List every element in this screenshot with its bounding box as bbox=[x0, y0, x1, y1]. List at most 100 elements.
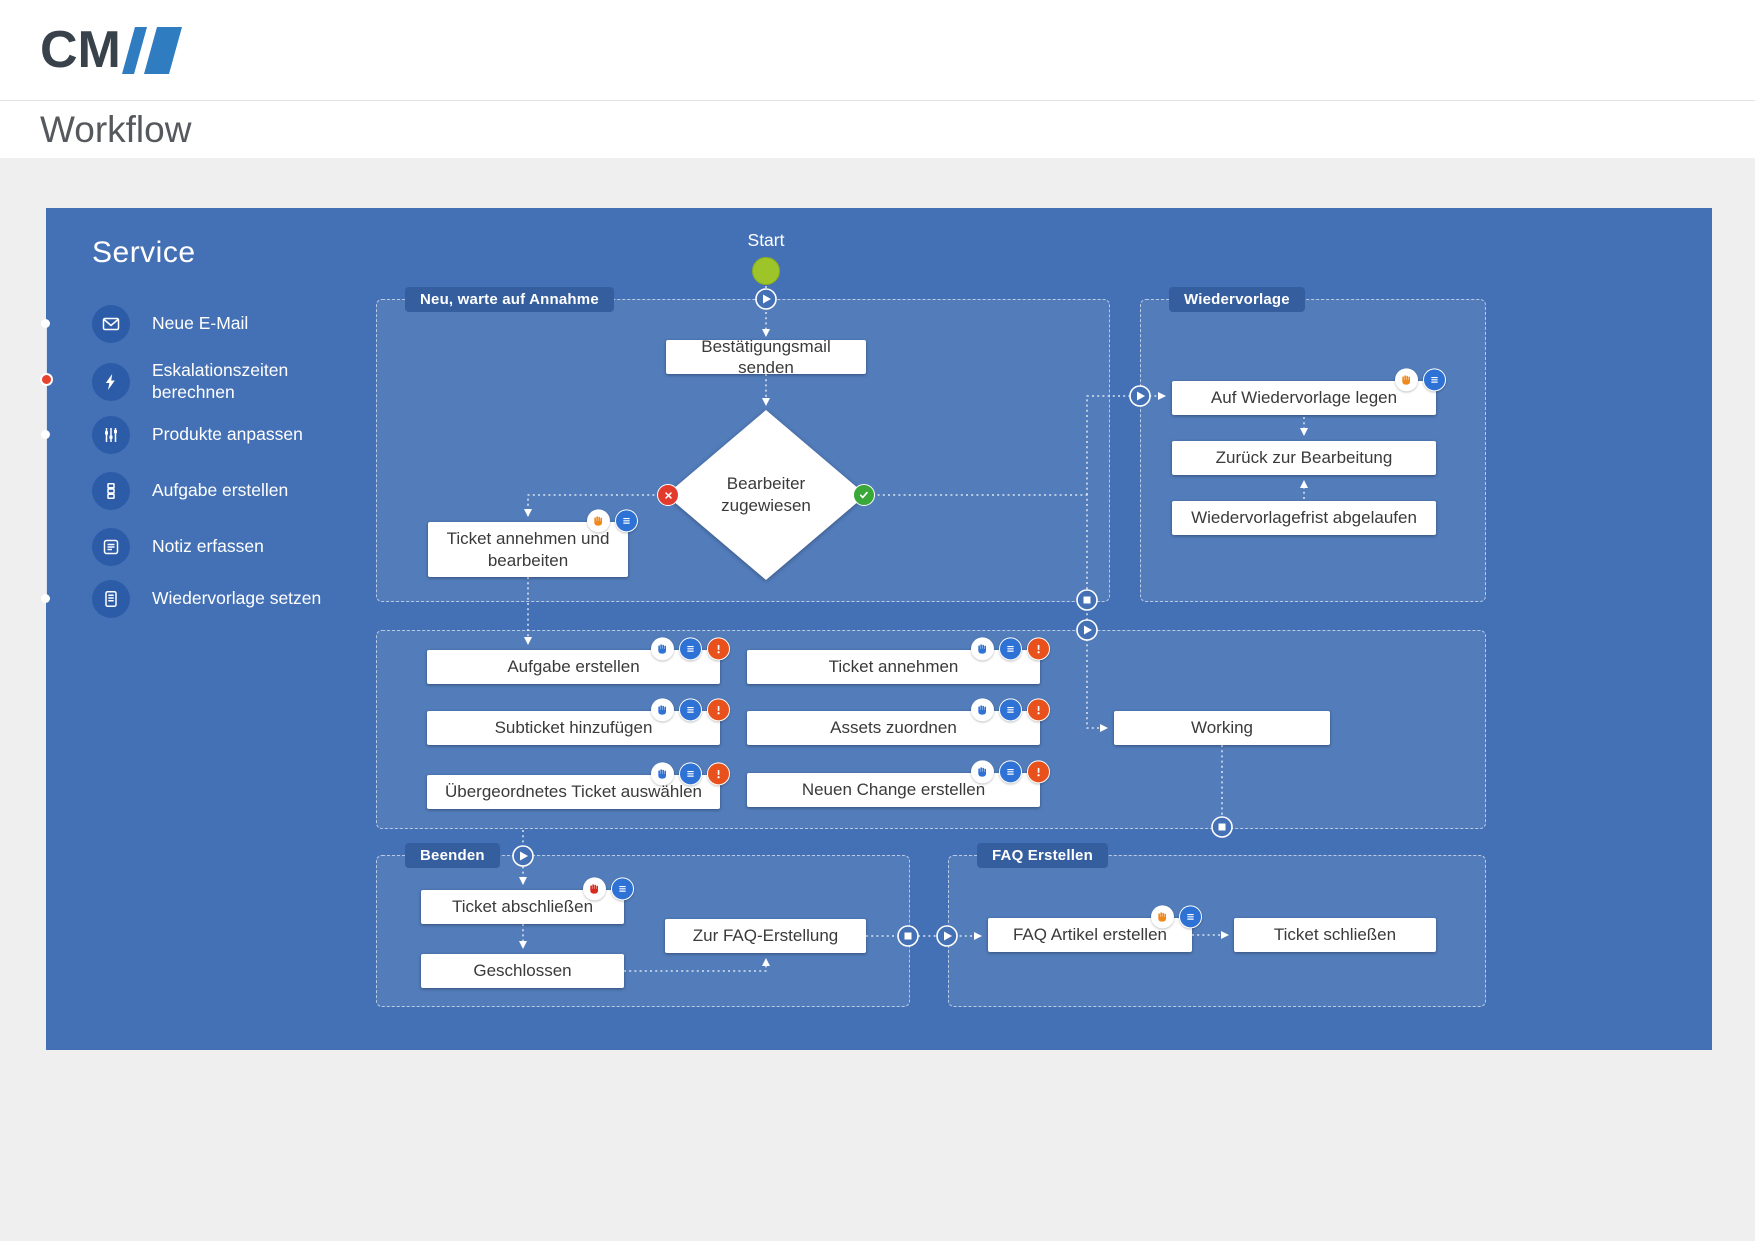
node-working[interactable]: Working bbox=[1114, 711, 1330, 745]
node-action-icons bbox=[651, 698, 730, 722]
node-action-icons bbox=[651, 762, 730, 786]
play-icon bbox=[1129, 385, 1151, 407]
decision-yes-icon[interactable] bbox=[853, 484, 875, 506]
hand-icon[interactable] bbox=[651, 637, 674, 661]
node-assets-zuordnen[interactable]: Assets zuordnen bbox=[747, 698, 1050, 745]
sidebar-item-neue-email[interactable]: Neue E-Mail bbox=[92, 305, 322, 343]
node-label: Working bbox=[1190, 718, 1254, 738]
node-ticket-abschliessen[interactable]: Ticket abschließen bbox=[421, 877, 634, 924]
hand-icon[interactable] bbox=[651, 698, 674, 722]
hand-icon[interactable] bbox=[971, 760, 994, 784]
hand-icon[interactable] bbox=[1395, 368, 1418, 392]
rail-dot bbox=[41, 430, 50, 439]
node-action-icons bbox=[971, 760, 1050, 784]
logo-text: CM bbox=[40, 21, 121, 79]
play-icon bbox=[512, 845, 534, 867]
node-zurueck-zur-bearbeitung[interactable]: Zurück zur Bearbeitung bbox=[1172, 441, 1436, 475]
node-label: Wiedervorlagefrist abgelaufen bbox=[1191, 508, 1417, 528]
sidebar-item-produkte-anpassen[interactable]: Produkte anpassen bbox=[92, 416, 322, 454]
node-action-icons bbox=[1151, 905, 1202, 929]
start-node[interactable] bbox=[752, 257, 780, 285]
play-icon bbox=[936, 925, 958, 947]
node-neuen-change-erstellen[interactable]: Neuen Change erstellen bbox=[747, 760, 1050, 807]
node-label: Auf Wiedervorlage legen bbox=[1210, 388, 1398, 408]
decision-bearbeiter-zugewiesen[interactable]: Bearbeiter zugewiesen bbox=[666, 410, 866, 580]
list-icon[interactable] bbox=[1179, 905, 1202, 929]
node-label: Übergeordnetes Ticket auswählen bbox=[444, 782, 703, 802]
app-header: CM bbox=[0, 0, 1755, 101]
node-zur-faq-erstellung[interactable]: Zur FAQ-Erstellung bbox=[665, 919, 866, 953]
node-label: Assets zuordnen bbox=[830, 718, 957, 738]
rail-dot-active bbox=[40, 373, 53, 386]
hand-icon[interactable] bbox=[583, 877, 606, 901]
list-icon[interactable] bbox=[615, 509, 638, 533]
workflow-panel: Service Neue E-Mail Eskalationszeiten be… bbox=[40, 208, 1712, 1050]
list-icon[interactable] bbox=[999, 760, 1022, 784]
hand-icon[interactable] bbox=[587, 509, 610, 533]
exclamation-icon[interactable] bbox=[707, 698, 730, 722]
list-icon[interactable] bbox=[679, 637, 702, 661]
stop-icon bbox=[897, 925, 919, 947]
document-icon bbox=[92, 580, 130, 618]
exclamation-icon[interactable] bbox=[1027, 637, 1050, 661]
node-action-icons bbox=[583, 877, 634, 901]
envelope-icon bbox=[92, 305, 130, 343]
node-label: Ticket annehmen bbox=[828, 657, 959, 677]
sidebar-item-label: Neue E-Mail bbox=[152, 313, 249, 334]
sidebar-item-notiz-erfassen[interactable]: Notiz erfassen bbox=[92, 528, 322, 566]
node-auf-wiedervorlage-legen[interactable]: Auf Wiedervorlage legen bbox=[1172, 368, 1446, 415]
node-action-icons bbox=[587, 509, 638, 533]
node-ticket-schliessen[interactable]: Ticket schließen bbox=[1234, 918, 1436, 952]
group-label-beenden[interactable]: Beenden bbox=[405, 843, 500, 868]
hand-icon[interactable] bbox=[1151, 905, 1174, 929]
node-faq-artikel-erstellen[interactable]: FAQ Artikel erstellen bbox=[988, 905, 1202, 952]
sidebar-item-aufgabe-erstellen[interactable]: Aufgabe erstellen bbox=[92, 472, 322, 510]
sidebar-item-wiedervorlage-setzen[interactable]: Wiedervorlage setzen bbox=[92, 580, 322, 618]
decision-no-icon[interactable] bbox=[657, 484, 679, 506]
sidebar-item-label: Eskalationszeiten berechnen bbox=[152, 360, 289, 402]
sidebar-item-eskalationszeiten[interactable]: Eskalationszeiten berechnen bbox=[92, 360, 322, 404]
exclamation-icon[interactable] bbox=[707, 762, 730, 786]
group-label-wiedervorlage[interactable]: Wiedervorlage bbox=[1169, 287, 1305, 312]
checklist-icon bbox=[92, 472, 130, 510]
list-icon[interactable] bbox=[999, 637, 1022, 661]
rail-dot bbox=[41, 319, 50, 328]
hand-icon[interactable] bbox=[651, 762, 674, 786]
group-label-neu[interactable]: Neu, warte auf Annahme bbox=[405, 287, 614, 312]
hand-icon[interactable] bbox=[971, 698, 994, 722]
list-icon[interactable] bbox=[611, 877, 634, 901]
group-label-faq[interactable]: FAQ Erstellen bbox=[977, 843, 1108, 868]
exclamation-icon[interactable] bbox=[707, 637, 730, 661]
node-bestaetigungsmail-senden[interactable]: Bestätigungsmail senden bbox=[666, 337, 866, 377]
list-icon[interactable] bbox=[679, 762, 702, 786]
note-icon bbox=[92, 528, 130, 566]
node-label: Ticket abschließen bbox=[451, 897, 594, 917]
node-label: Bestätigungsmail senden bbox=[701, 336, 831, 377]
exclamation-icon[interactable] bbox=[1027, 760, 1050, 784]
node-subticket-hinzufuegen[interactable]: Subticket hinzufügen bbox=[427, 698, 730, 745]
node-action-icons bbox=[971, 637, 1050, 661]
rail-dot bbox=[41, 594, 50, 603]
node-ticket-annehmen[interactable]: Ticket annehmen bbox=[747, 637, 1050, 684]
list-icon[interactable] bbox=[1423, 368, 1446, 392]
connector-layer bbox=[512, 286, 1308, 972]
logo-slash-icon bbox=[121, 26, 182, 74]
sidebar-item-label: Produkte anpassen bbox=[152, 424, 303, 445]
node-wiedervorlagefrist-abgelaufen[interactable]: Wiedervorlagefrist abgelaufen bbox=[1172, 501, 1436, 535]
sliders-icon bbox=[92, 416, 130, 454]
node-ticket-annehmen-und-bearbeiten[interactable]: Ticket annehmen und bearbeiten bbox=[428, 509, 638, 577]
play-icon bbox=[755, 288, 777, 310]
play-icon bbox=[1076, 619, 1098, 641]
sidebar-item-label: Notiz erfassen bbox=[152, 536, 264, 557]
node-uebergeordnetes-ticket-auswaehlen[interactable]: Übergeordnetes Ticket auswählen bbox=[427, 762, 730, 809]
list-icon[interactable] bbox=[679, 698, 702, 722]
list-icon[interactable] bbox=[999, 698, 1022, 722]
stop-icon bbox=[1211, 816, 1233, 838]
node-aufgabe-erstellen[interactable]: Aufgabe erstellen bbox=[427, 637, 730, 684]
exclamation-icon[interactable] bbox=[1027, 698, 1050, 722]
node-geschlossen[interactable]: Geschlossen bbox=[421, 954, 624, 988]
page-title: Workflow bbox=[40, 109, 192, 150]
sidebar-item-label: Aufgabe erstellen bbox=[152, 480, 289, 501]
hand-icon[interactable] bbox=[971, 637, 994, 661]
panel-title: Service bbox=[92, 236, 196, 269]
